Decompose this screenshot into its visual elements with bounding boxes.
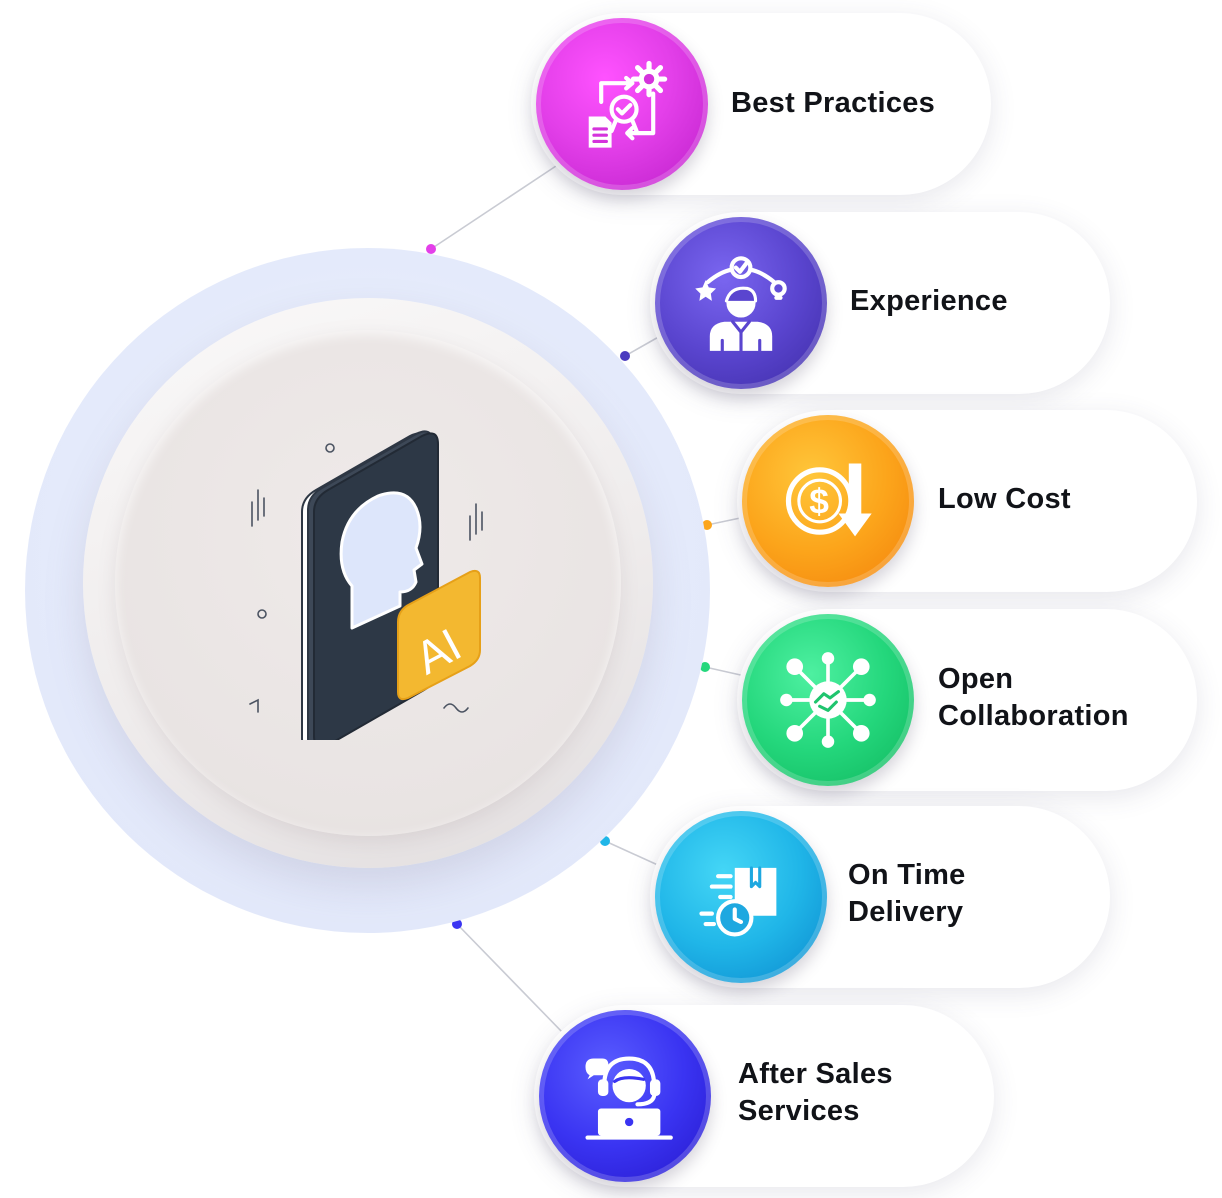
best-practices-badge xyxy=(536,18,708,190)
expert-person-icon xyxy=(695,256,787,353)
support-agent-headset-icon xyxy=(585,1056,673,1140)
process-gear-certificate-icon xyxy=(588,60,668,148)
svg-text:$: $ xyxy=(809,482,829,521)
connector-dot-experience xyxy=(620,351,630,361)
open-collaboration-badge xyxy=(742,614,914,786)
best-practices-label: Best Practices xyxy=(731,87,936,119)
ai-head-phone-icon: AI xyxy=(249,430,483,740)
low-cost-badge: $ xyxy=(742,415,914,587)
after-sales-services-badge xyxy=(539,1010,711,1182)
experience-badge xyxy=(655,217,827,389)
low-cost-label: Low Cost xyxy=(938,483,1071,515)
on-time-delivery-badge xyxy=(655,811,827,983)
experience-label: Experience xyxy=(850,285,1008,317)
open-collaboration-label: Open Collaboration xyxy=(938,663,1129,732)
after-sales-services-label: After Sales Services xyxy=(738,1058,893,1127)
on-time-delivery-label: On Time Delivery xyxy=(848,859,966,928)
fast-delivery-box-clock-icon xyxy=(699,866,777,937)
handshake-network-icon xyxy=(780,652,876,748)
dollar-coin-down-arrow-icon: $ xyxy=(785,463,872,537)
